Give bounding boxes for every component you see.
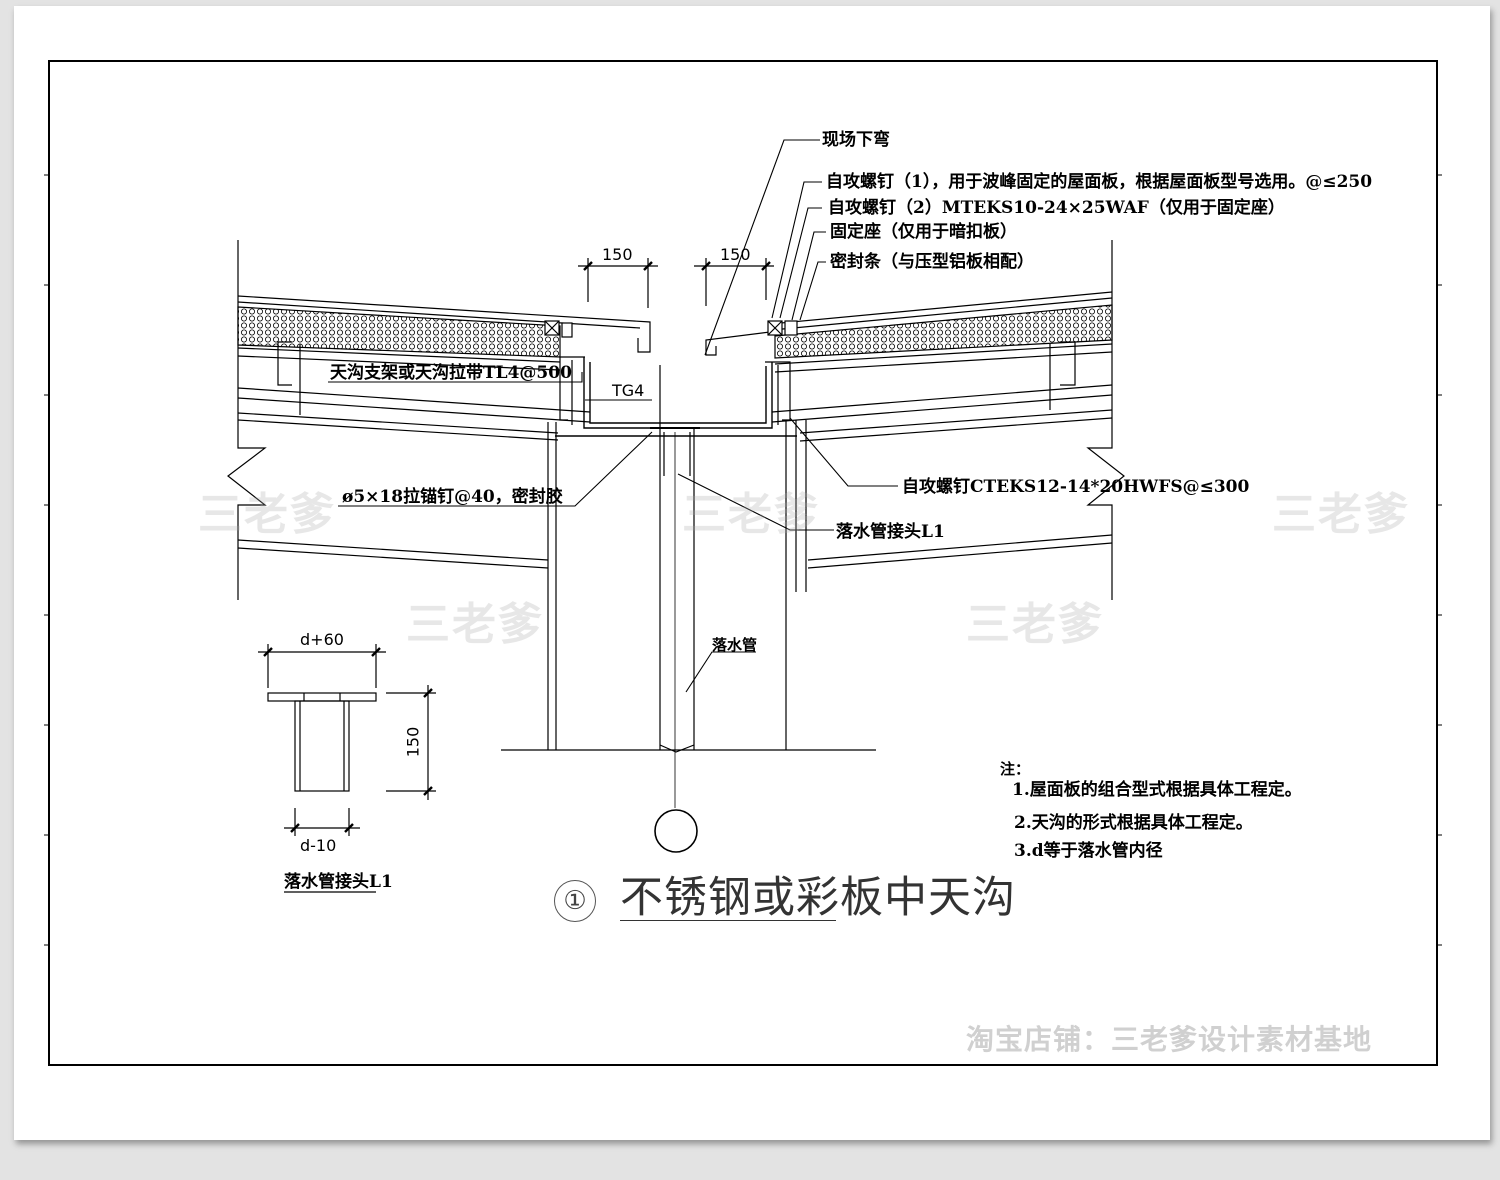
watermark-brand: 三老爹 — [406, 599, 544, 650]
label-detail-caption: 落水管接头L1 — [284, 872, 393, 892]
drawing-border — [48, 60, 1438, 1066]
watermark-brand: 三老爹 — [682, 489, 820, 540]
watermark-shop: 淘宝店铺：三老爹设计素材基地 — [966, 1023, 1373, 1056]
left-roof-panel — [237, 295, 651, 569]
dimension-left-150: 150 — [602, 245, 633, 264]
drawing-title: 不锈钢或彩板中天沟 — [620, 873, 1016, 923]
label-site-bend: 现场下弯 — [822, 130, 890, 150]
title-underline — [620, 920, 836, 921]
frame-ticks — [44, 174, 1442, 946]
label-rivet: ø5×18拉锚钉@40，密封胶 — [342, 487, 563, 507]
label-gutter-bracket: 天沟支架或天沟拉带TL4@500 — [330, 363, 572, 383]
note-item-2: 2.天沟的形式根据具体工程定。 — [1014, 813, 1253, 833]
downpipe-pipe — [654, 365, 698, 853]
dimension-height: 150 — [403, 726, 423, 758]
watermark-brand: 三老爹 — [198, 489, 336, 540]
note-item-3: 3.d等于落水管内径 — [1014, 841, 1163, 861]
label-screw-3: 自攻螺钉CTEKS12-14*20HWFS@≤300 — [902, 477, 1250, 497]
watermark-brand: 三老爹 — [1272, 489, 1410, 540]
label-seal-strip: 密封条（与压型铝板相配） — [830, 252, 1034, 272]
label-tg4: TG4 — [612, 381, 645, 400]
dimension-marks — [578, 258, 774, 308]
note-item-1: 1.屋面板的组合型式根据具体工程定。 — [1012, 780, 1302, 800]
break-lines — [227, 240, 1125, 600]
label-screw-1: 自攻螺钉（1），用于波峰固定的屋面板，根据屋面板型号选用。@≤250 — [826, 172, 1373, 192]
drawing-sheet — [14, 6, 1490, 1140]
label-downpipe-joint: 落水管接头L1 — [836, 522, 945, 542]
detail-number: ① — [554, 880, 596, 922]
label-downpipe: 落水管 — [712, 636, 758, 654]
dimension-top-width: d+60 — [300, 630, 344, 649]
notes-heading: 注： — [1000, 760, 1031, 778]
watermark-brand: 三老爹 — [966, 599, 1104, 650]
leader-lines — [328, 139, 898, 693]
label-fixing-seat: 固定座（仅用于暗扣板） — [830, 222, 1017, 242]
dimension-bottom-width: d-10 — [300, 836, 337, 855]
gutter-trough — [555, 357, 797, 437]
right-roof-panel — [705, 291, 1113, 569]
label-screw-2: 自攻螺钉（2）MTEKS10-24×25WAF（仅用于固定座） — [828, 198, 1285, 218]
dimension-right-150: 150 — [720, 245, 751, 264]
joint-detail-l1 — [258, 644, 436, 893]
gutter-columns — [501, 420, 876, 751]
